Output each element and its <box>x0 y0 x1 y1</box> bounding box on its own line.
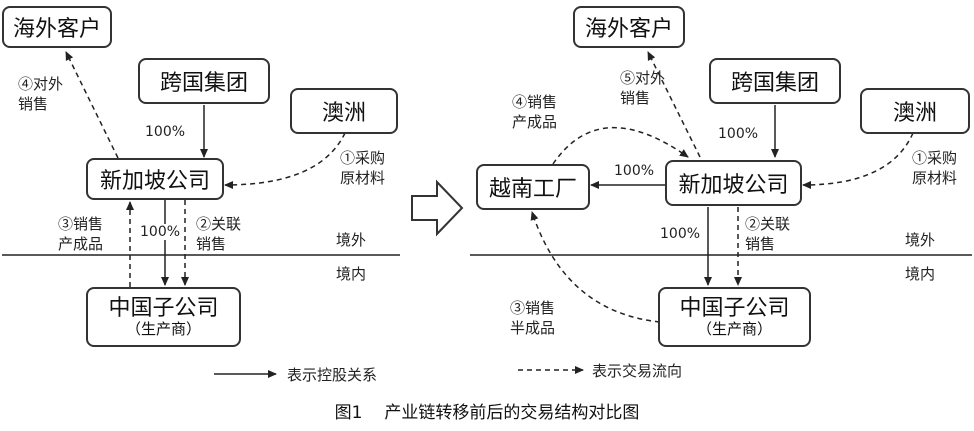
right-onshore-label: 境内 <box>905 265 936 283</box>
left-pct-group-singapore: 100% <box>145 124 186 140</box>
left-singapore-box: 新加坡公司 <box>86 158 224 200</box>
left-purchase-label: ①采购原材料 <box>340 149 386 187</box>
right-pct-group-singapore: 100% <box>718 126 759 142</box>
left-related-label: ②关联销售 <box>196 215 242 253</box>
left-sell-products-label: ③销售产成品 <box>58 215 104 253</box>
left-export-label: ④对外销售 <box>18 75 64 113</box>
figure-caption: 图1 产业链转移前后的交易结构对比图 <box>0 398 974 423</box>
right-export-label: ⑤对外销售 <box>620 69 666 107</box>
left-china-sub-name: 中国子公司 <box>108 295 219 321</box>
left-group-box: 跨国集团 <box>138 58 270 104</box>
left-onshore-label: 境内 <box>336 265 367 283</box>
right-edge-vietnam-sell-products <box>552 127 689 165</box>
right-pct-singapore-vietnam: 100% <box>614 163 655 179</box>
right-china-sub-note: （生产商） <box>696 319 772 338</box>
right-australia-box: 澳洲 <box>860 88 970 134</box>
left-offshore-label: 境外 <box>336 231 367 249</box>
right-related-label: ②关联销售 <box>745 215 791 253</box>
left-pct-singapore-china: 100% <box>138 224 183 240</box>
right-semi-finished-label: ③销售半成品 <box>510 299 556 337</box>
left-edge-export-sale <box>65 51 119 159</box>
right-singapore-box: 新加坡公司 <box>665 160 802 206</box>
figure-number: 图1 <box>334 403 363 423</box>
left-australia-box: 澳洲 <box>290 88 398 134</box>
legend-trade-text: 表示交易流向 <box>592 362 683 380</box>
right-vietnam-box: 越南工厂 <box>476 164 590 210</box>
left-china-sub-note: （生产商） <box>125 319 201 338</box>
left-overseas-customer-box: 海外客户 <box>2 6 112 48</box>
right-overseas-customer-box: 海外客户 <box>573 6 685 48</box>
right-purchase-label: ①采购原材料 <box>912 149 958 187</box>
left-china-sub-box: 中国子公司 （生产商） <box>86 287 241 347</box>
right-china-sub-name: 中国子公司 <box>679 295 790 321</box>
figure-title: 产业链转移前后的交易结构对比图 <box>384 403 640 423</box>
left-edge-australia-purchase <box>224 132 346 189</box>
legend-control-text: 表示控股关系 <box>287 366 378 384</box>
right-edge-australia-purchase <box>802 132 914 189</box>
right-group-box: 跨国集团 <box>709 58 841 104</box>
right-offshore-label: 境外 <box>905 231 936 249</box>
right-china-sub-box: 中国子公司 （生产商） <box>658 287 811 347</box>
right-edge-semi-finished <box>530 211 661 323</box>
transition-arrow-shape <box>411 179 464 237</box>
right-edge-export-sale <box>647 51 701 158</box>
right-vietnam-sell-label: ④销售产成品 <box>512 93 558 131</box>
right-pct-singapore-china: 100% <box>660 226 701 242</box>
